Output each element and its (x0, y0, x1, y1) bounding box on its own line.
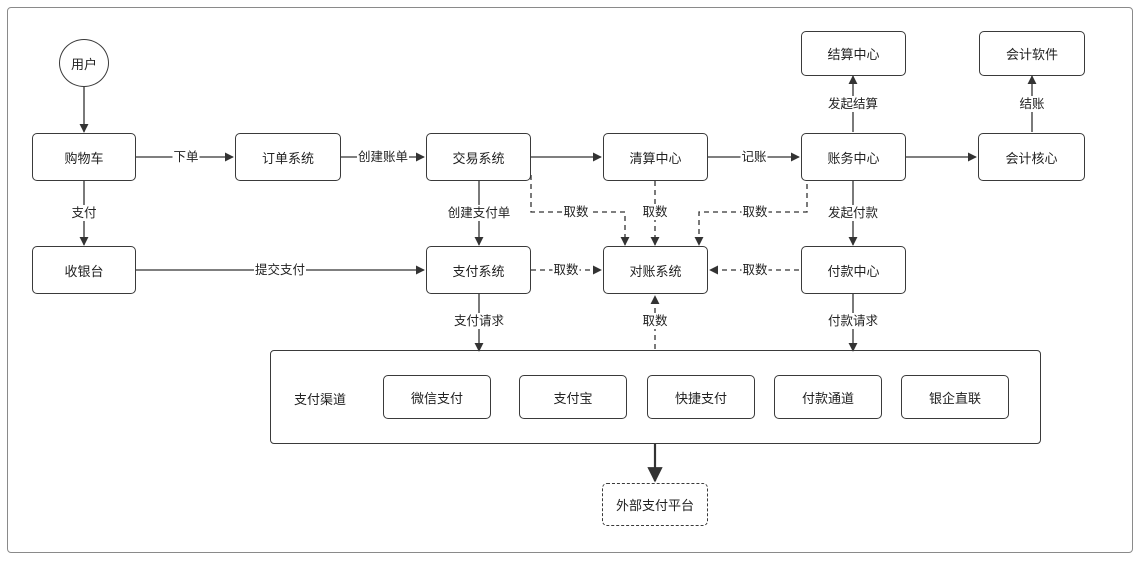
node-external-platform-label: 外部支付平台 (615, 499, 694, 514)
node-accounting-software: 会计软件 (979, 31, 1085, 76)
node-accounting-software-label: 会计软件 (1005, 48, 1058, 63)
node-accounting-center-label: 账务中心 (827, 151, 880, 167)
node-order-system: 订单系统 (235, 133, 341, 181)
edge-label-fetch-payment: 取数 (552, 262, 580, 278)
node-payout-center-label: 付款中心 (827, 264, 880, 280)
channel-item-label: 快捷支付 (674, 391, 727, 407)
edge-label-record: 记账 (740, 149, 768, 165)
payment-channels-group (270, 350, 1041, 444)
edge-label-fetch-clearing: 取数 (641, 204, 669, 220)
node-clearing-center-label: 清算中心 (629, 151, 682, 167)
edge-label-initiate-settlement: 发起结算 (826, 96, 880, 112)
node-reconciliation-system-label: 对账系统 (629, 264, 682, 280)
edge-label-payout-request: 付款请求 (826, 313, 880, 329)
node-accounting-core-label: 会计核心 (1005, 151, 1058, 167)
edge-label-checkout: 结账 (1018, 96, 1046, 112)
node-trade-system: 交易系统 (426, 133, 531, 181)
channel-item: 付款通道 (774, 375, 882, 419)
channel-item: 银企直联 (901, 375, 1009, 419)
channel-item-label: 微信支付 (410, 391, 463, 407)
node-payout-center: 付款中心 (801, 246, 906, 294)
edge-label-place-order: 下单 (172, 149, 200, 165)
edge-label-pay: 支付 (70, 205, 98, 221)
edge-label-submit-payment: 提交支付 (253, 262, 307, 278)
node-user-label: 用户 (70, 57, 97, 73)
channel-item-label: 银企直联 (928, 391, 981, 407)
node-settlement-center-label: 结算中心 (827, 48, 880, 63)
edge-label-fetch-payout: 取数 (741, 262, 769, 278)
node-trade-system-label: 交易系统 (452, 151, 505, 167)
node-payment-system-label: 支付系统 (452, 264, 505, 280)
node-accounting-center: 账务中心 (801, 133, 906, 181)
node-accounting-core: 会计核心 (978, 133, 1085, 181)
edge-label-initiate-payout: 发起付款 (826, 205, 880, 221)
diagram-frame (7, 7, 1133, 553)
payment-channels-title: 支付渠道 (294, 393, 347, 408)
node-cart: 购物车 (32, 133, 136, 181)
node-settlement-center: 结算中心 (801, 31, 906, 76)
node-external-platform: 外部支付平台 (602, 483, 708, 526)
channel-item-label: 支付宝 (553, 391, 593, 407)
edge-label-fetch-trade: 取数 (562, 204, 590, 220)
node-order-system-label: 订单系统 (261, 151, 314, 167)
edge-label-fetch-channel: 取数 (641, 313, 669, 329)
channel-item: 支付宝 (519, 375, 627, 419)
node-cashier-label: 收银台 (64, 264, 104, 280)
edge-label-create-bill: 创建账单 (356, 149, 410, 165)
channel-item: 快捷支付 (647, 375, 755, 419)
channel-item: 微信支付 (383, 375, 491, 419)
node-cart-label: 购物车 (64, 151, 104, 167)
node-payment-system: 支付系统 (426, 246, 531, 294)
node-cashier: 收银台 (32, 246, 136, 294)
edge-label-fetch-accounting: 取数 (741, 204, 769, 220)
node-user: 用户 (59, 39, 109, 87)
edge-label-create-payment-order: 创建支付单 (446, 205, 512, 221)
node-clearing-center: 清算中心 (603, 133, 708, 181)
node-reconciliation-system: 对账系统 (603, 246, 708, 294)
channel-item-label: 付款通道 (801, 391, 854, 407)
edge-label-payment-request: 支付请求 (452, 313, 506, 329)
